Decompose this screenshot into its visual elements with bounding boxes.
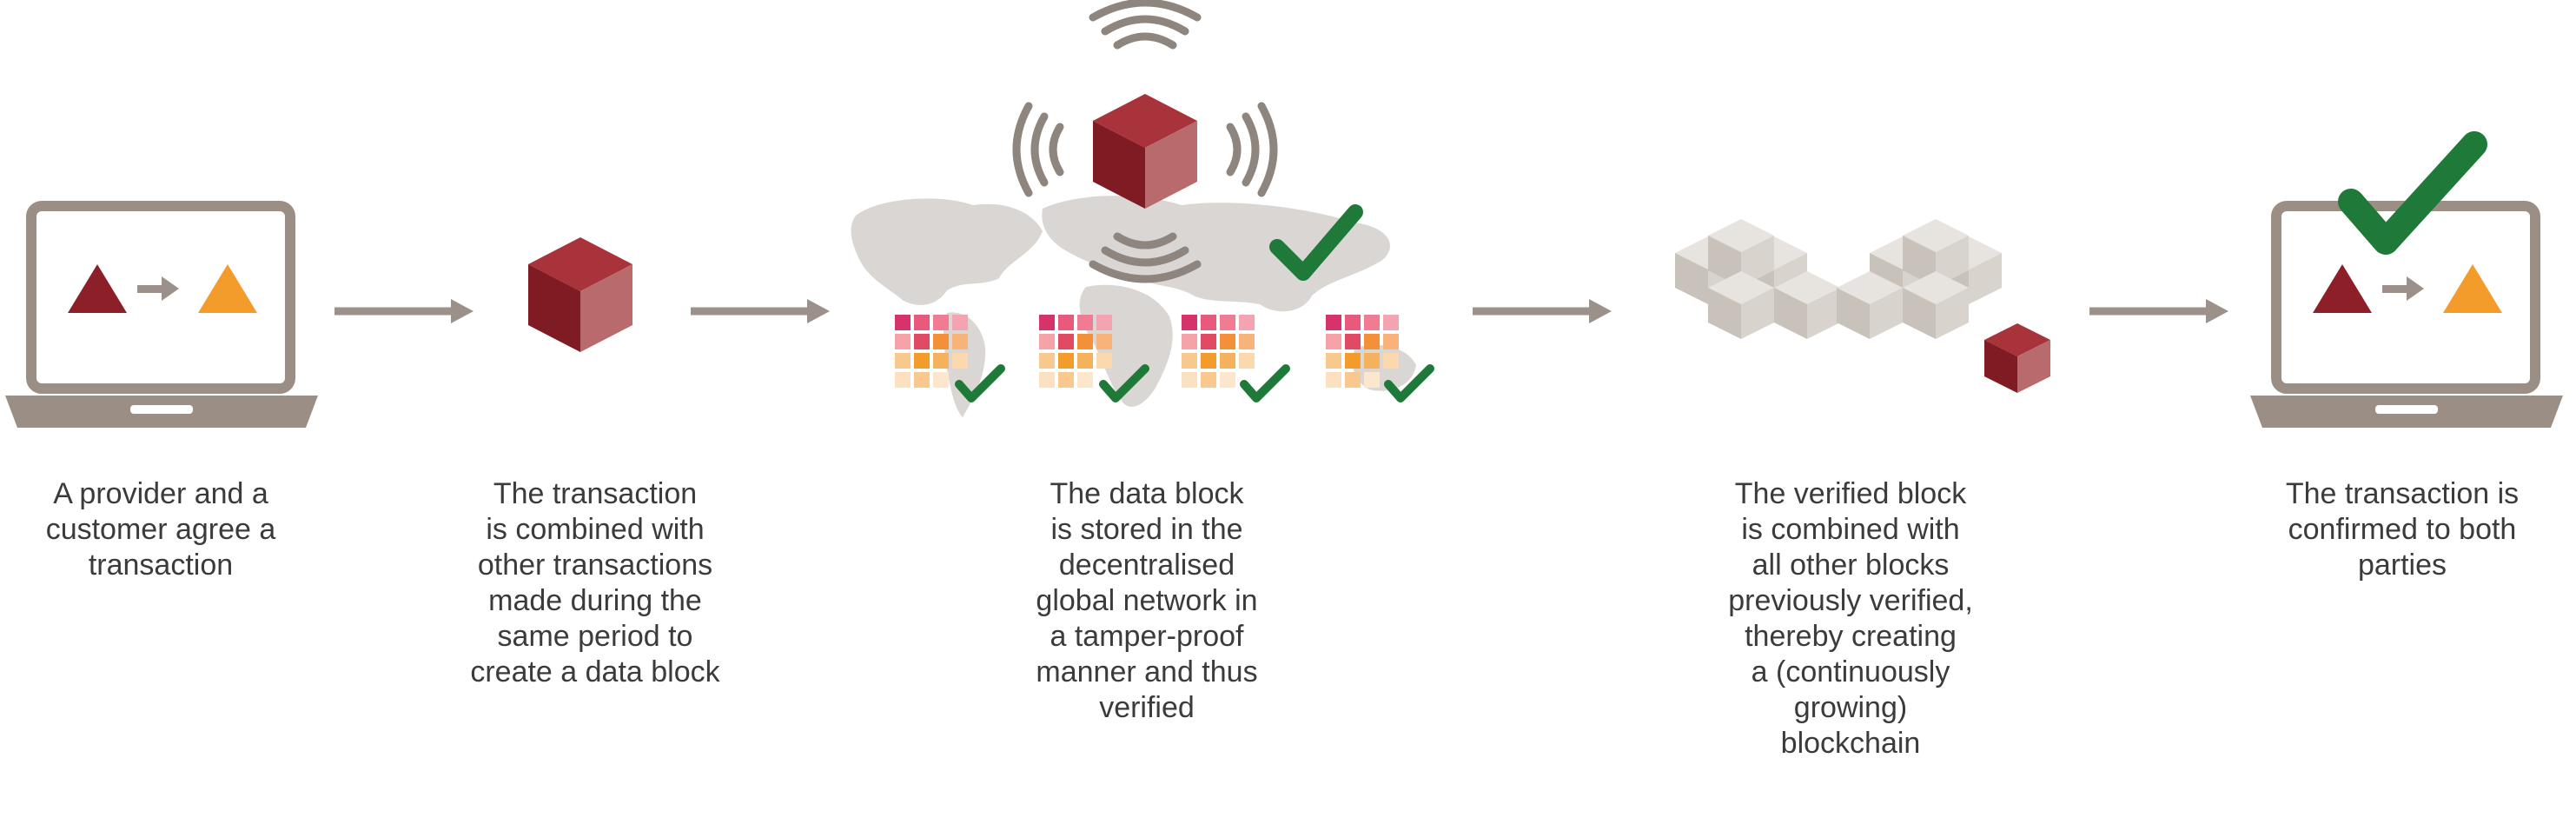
caption-line: The transaction is	[2285, 477, 2520, 510]
flow-arrow	[334, 299, 473, 323]
caption-line: made during the	[488, 584, 702, 617]
caption-line: blockchain	[1780, 727, 1921, 760]
signal-waves-icon	[1012, 0, 1278, 283]
laptop-confirmed-icon	[2250, 131, 2563, 428]
provider-triangle-icon	[68, 264, 127, 313]
caption-line: confirmed to both	[2288, 513, 2517, 546]
blockchain-icon	[1675, 219, 2050, 393]
caption-line: customer agree a	[45, 513, 276, 546]
caption-line: The transaction	[493, 477, 698, 510]
caption-line: The verified block	[1734, 477, 1967, 510]
network-node-icon	[1326, 315, 1430, 398]
caption-line: is stored in the	[1050, 513, 1243, 546]
customer-triangle-icon	[198, 264, 257, 313]
flow-arrow	[1473, 299, 1612, 323]
caption-line: global network in	[1036, 584, 1258, 617]
caption-line: create a data block	[470, 655, 720, 688]
verified-check-icon	[1269, 204, 1363, 281]
world-network-icon	[851, 0, 1430, 417]
caption-line: growing)	[1793, 691, 1908, 724]
laptop-icon	[5, 201, 318, 428]
step-5-caption: The transaction is confirmed to both par…	[2250, 476, 2554, 583]
new-block-icon	[1984, 323, 2050, 393]
caption-line: A provider and a	[53, 477, 268, 510]
caption-line: a (continuously	[1751, 655, 1950, 688]
flow-arrow	[691, 299, 830, 323]
caption-line: same period to	[497, 620, 693, 653]
customer-triangle-icon	[2443, 264, 2502, 313]
step-4-caption: The verified block is combined with all …	[1694, 476, 2007, 762]
step-2-caption: The transaction is combined with other t…	[434, 476, 756, 690]
caption-line: parties	[2357, 549, 2447, 582]
caption-line: transaction	[88, 549, 234, 582]
caption-line: verified	[1099, 691, 1195, 724]
flow-arrow	[2089, 299, 2228, 323]
caption-line: is combined with	[486, 513, 705, 546]
data-block-icon	[528, 237, 632, 352]
caption-line: manner and thus	[1036, 655, 1258, 688]
step-3-caption: The data block is stored in the decentra…	[990, 476, 1303, 726]
caption-line: other transactions	[477, 549, 713, 582]
step-1-caption: A provider and a customer agree a transa…	[17, 476, 304, 583]
provider-triangle-icon	[2313, 264, 2372, 313]
network-node-icon	[1182, 315, 1286, 398]
caption-line: The data block	[1050, 477, 1244, 510]
confirmed-check-icon	[2338, 131, 2487, 255]
caption-line: is combined with	[1741, 513, 1960, 546]
caption-line: thereby creating	[1745, 620, 1957, 653]
caption-line: decentralised	[1058, 549, 1235, 582]
caption-line: previously verified,	[1728, 584, 1973, 617]
caption-line: all other blocks	[1752, 549, 1950, 582]
caption-line: a tamper-proof	[1050, 620, 1244, 653]
